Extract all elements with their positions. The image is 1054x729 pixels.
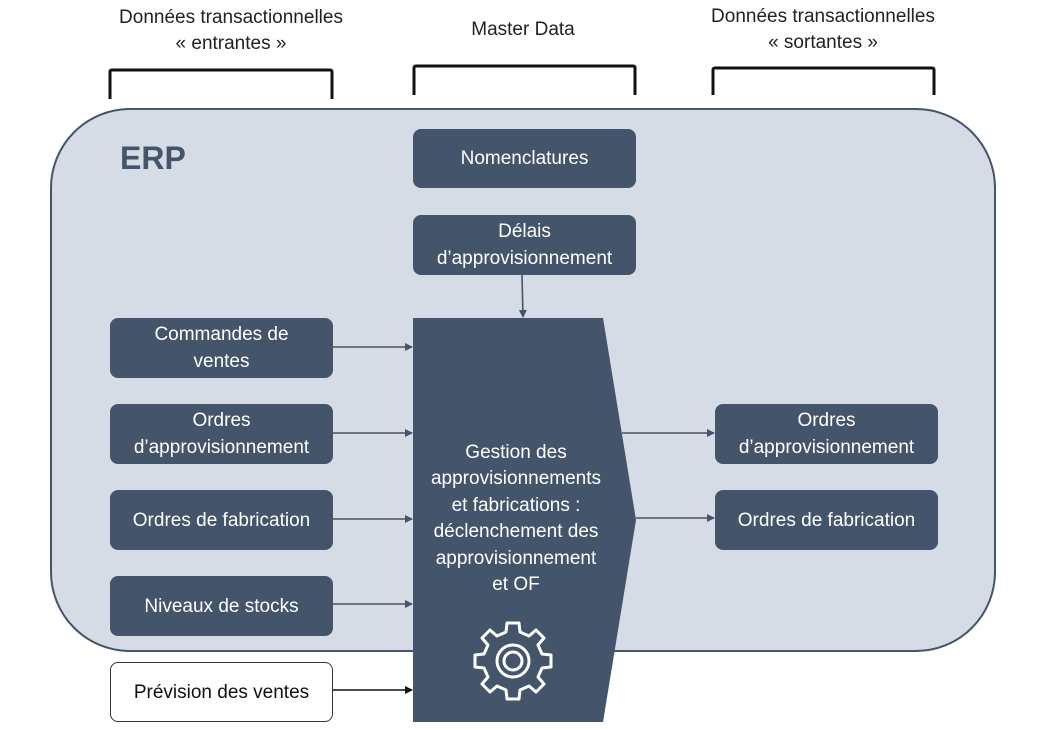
header-master-data-label: Master Data [471, 19, 575, 40]
process-line-3: et fabrications : [451, 494, 581, 516]
input-label-line-1: Commandes de [154, 324, 289, 345]
external-input-label: Prévision des ventes [133, 681, 310, 703]
output-label-line-1: Ordres [797, 410, 856, 431]
arrow-delais-to-process [518, 274, 527, 318]
header-incoming-line-2: « entrantes » [175, 33, 287, 54]
output-ordres-approvisionnement: Ordres d’approvisionnement [715, 404, 938, 464]
header-master-data: Master Data [400, 17, 646, 43]
process-line-4: déclenchement des [433, 521, 599, 543]
input-ordres-de-fabrication: Ordres de fabrication [110, 490, 333, 550]
erp-title: ERP [120, 140, 186, 176]
bracket-master-data [412, 64, 637, 95]
input-label: Niveaux de stocks [144, 595, 299, 617]
master-data-nomenclatures: Nomenclatures [413, 129, 636, 188]
gear-icon [473, 621, 553, 701]
input-label-line-1: Ordres [192, 410, 251, 431]
output-label-line-2: d’approvisionnement [738, 437, 915, 458]
external-input-prevision-des-ventes: Prévision des ventes [110, 662, 333, 722]
master-data-delais: Délais d’approvisionnement [413, 215, 636, 275]
process-line-1: Gestion des [465, 442, 567, 463]
bracket-incoming [108, 68, 334, 99]
input-ordres-approvisionnement: Ordres d’approvisionnement [110, 404, 333, 464]
process-line-6: et OF [492, 574, 540, 596]
delais-label-line-1: Délais [498, 221, 551, 242]
process-line-2: approvisionnements [430, 468, 602, 490]
header-outgoing-line-1: Données transactionnelles [711, 6, 935, 27]
output-label: Ordres de fabrication [737, 509, 916, 531]
header-outgoing-line-2: « sortantes » [768, 32, 878, 53]
input-commandes-de-ventes: Commandes de ventes [110, 318, 333, 378]
output-ordres-de-fabrication: Ordres de fabrication [715, 490, 938, 550]
process-shape [413, 318, 636, 722]
input-label-line-2: d’approvisionnement [133, 437, 310, 458]
process-line-5: approvisionnement [435, 547, 597, 569]
process-label: Gestion des approvisionnements et fabric… [418, 440, 614, 598]
header-incoming: Données transactionnelles « entrantes » [100, 5, 362, 57]
input-label-line-2: ventes [193, 351, 250, 372]
input-niveaux-de-stocks: Niveaux de stocks [110, 576, 333, 636]
nomenclatures-label: Nomenclatures [460, 148, 589, 169]
bracket-outgoing [711, 66, 936, 95]
delais-label-line-2: d’approvisionnement [436, 248, 613, 269]
input-label: Ordres de fabrication [132, 509, 311, 531]
header-outgoing: Données transactionnelles « sortantes » [692, 4, 954, 56]
header-incoming-line-1: Données transactionnelles [119, 7, 343, 28]
